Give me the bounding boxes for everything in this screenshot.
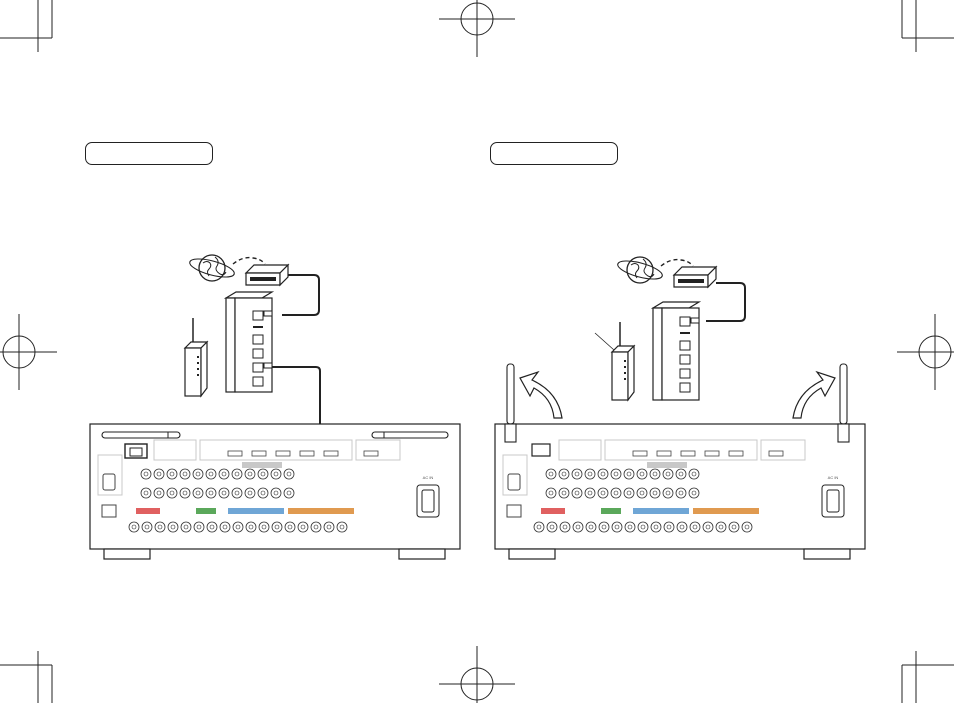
right-receiver-rear-panel: AC IN [494,363,866,560]
registration-mark-top [438,0,516,58]
router-icon [650,301,702,401]
registration-mark-right [896,313,954,391]
raise-antenna-arrow-right-icon [792,370,836,419]
internet-connection-dashed-line [660,258,694,267]
wireless-lan-label-box [490,142,618,165]
left-receiver-rear-panel: AC IN [89,423,461,560]
speaker-terminal-row [128,521,348,533]
internet-globe-icon [187,254,237,282]
router-icon [223,291,275,393]
modem-icon [673,266,717,288]
ac-in-label-right: AC IN [828,475,839,480]
modem-router-cable [282,274,320,316]
registration-mark-left [0,313,58,391]
internet-connection-dashed-line [232,256,266,265]
left-network-diagram [141,254,321,463]
ac-in-label-left: AC IN [423,475,434,480]
wireless-access-point-icon [183,318,209,398]
modem-icon [245,264,289,286]
registration-mark-bottom [438,645,516,703]
wired-lan-label-box [85,142,213,165]
internet-globe-icon [615,256,665,284]
modem-router-cable [706,282,746,322]
speaker-terminal-row [533,521,753,533]
right-network-diagram [519,256,836,419]
wireless-access-point-icon [594,322,636,402]
raise-antenna-arrow-left-icon [519,370,563,419]
